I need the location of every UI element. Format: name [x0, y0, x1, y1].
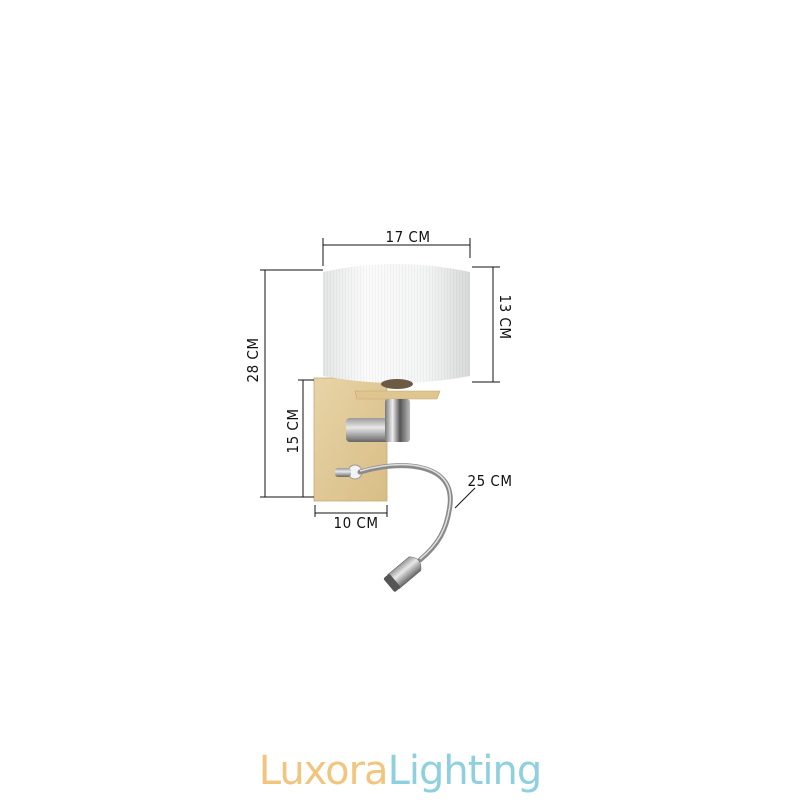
logo-part-lighting: Lighting [387, 748, 543, 794]
brand-logo: LuxoraLighting [0, 748, 800, 794]
shade-width-label: 17 CM [385, 228, 430, 246]
switch [335, 464, 363, 480]
total-height-label: 28 CM [244, 337, 262, 382]
gooseneck-length-label: 25 CM [467, 472, 512, 490]
reading-light-head [383, 556, 422, 592]
shade-height-label: 13 CM [496, 294, 514, 339]
bulb-socket [381, 379, 413, 389]
wooden-disc [354, 390, 441, 400]
backplate-height-label: 15 CM [284, 408, 302, 453]
dimension-lines [260, 238, 500, 517]
chrome-arm-horizontal [346, 418, 390, 442]
logo-part-luxora: Luxora [258, 748, 389, 794]
backplate-width-label: 10 CM [333, 514, 378, 532]
lamp-shade [323, 264, 470, 383]
chrome-arm-vertical [385, 399, 410, 442]
